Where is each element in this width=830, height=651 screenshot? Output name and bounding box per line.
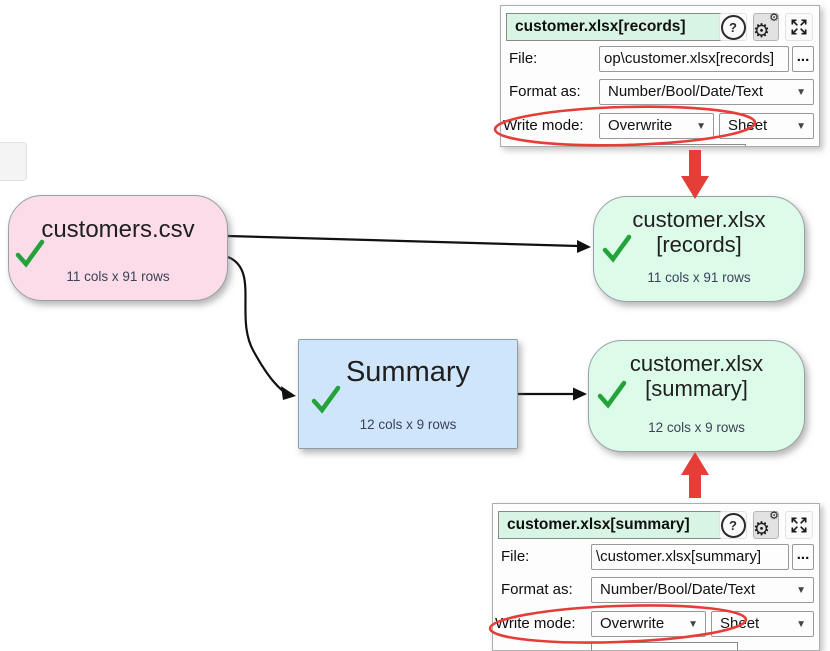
- check-icon: [311, 385, 341, 414]
- format-value: Number/Bool/Date/Text: [608, 83, 764, 100]
- file-label: File:: [501, 548, 530, 565]
- panel-title: customer.xlsx[records]: [506, 13, 724, 41]
- browse-button[interactable]: ...: [792, 544, 814, 570]
- help-icon: ?: [720, 14, 746, 40]
- help-icon: ?: [720, 512, 746, 538]
- check-icon: [602, 234, 632, 263]
- gear-icon: ⚙⚙: [753, 510, 779, 540]
- config-panel-summary: customer.xlsx[summary] ? ⚙⚙ File: \custo…: [492, 503, 820, 651]
- write-target-select[interactable]: Sheet ▼: [719, 113, 814, 139]
- file-input[interactable]: \customer.xlsx[summary]: [591, 544, 789, 570]
- expand-button[interactable]: [785, 511, 813, 539]
- write-mode-label: Write mode:: [495, 615, 576, 632]
- node-title: customers.csv: [41, 216, 195, 243]
- chevron-down-icon: ▼: [688, 619, 698, 630]
- write-mode-select[interactable]: Overwrite ▼: [591, 611, 706, 637]
- help-button[interactable]: ?: [719, 511, 747, 539]
- node-title-line2: [records]: [656, 232, 742, 257]
- expand-icon: [791, 517, 807, 533]
- format-select[interactable]: Number/Bool/Date/Text ▼: [591, 577, 814, 603]
- check-icon: [15, 239, 45, 268]
- chevron-down-icon: ▼: [796, 121, 806, 132]
- write-mode-value: Overwrite: [600, 615, 665, 632]
- node-stats: 11 cols x 91 rows: [66, 269, 170, 284]
- expand-button[interactable]: [785, 13, 813, 41]
- config-panel-records: customer.xlsx[records] ? ⚙⚙ File: op\cus…: [500, 5, 820, 147]
- clipped-control: [599, 144, 746, 146]
- node-customers-csv[interactable]: customers.csv 11 cols x 91 rows: [8, 195, 228, 301]
- node-title-line2: [summary]: [645, 376, 748, 401]
- edge-fragment: [0, 142, 27, 181]
- write-mode-select[interactable]: Overwrite ▼: [599, 113, 714, 139]
- annotation-arrow-down: [681, 150, 709, 199]
- write-mode-value: Overwrite: [608, 117, 673, 134]
- format-value: Number/Bool/Date/Text: [600, 581, 756, 598]
- chevron-down-icon: ▼: [796, 585, 806, 596]
- write-mode-label: Write mode:: [503, 117, 584, 134]
- settings-button[interactable]: ⚙⚙: [753, 510, 779, 540]
- annotation-arrow-up: [681, 452, 709, 498]
- write-target-value: Sheet: [728, 117, 768, 134]
- node-title-line1: customer.xlsx: [632, 207, 766, 232]
- format-as-label: Format as:: [509, 83, 581, 100]
- clipped-control: [591, 642, 738, 650]
- file-label: File:: [509, 50, 538, 67]
- file-input[interactable]: op\customer.xlsx[records]: [599, 46, 789, 72]
- format-select[interactable]: Number/Bool/Date/Text ▼: [599, 79, 814, 105]
- write-target-select[interactable]: Sheet ▼: [711, 611, 814, 637]
- check-icon: [597, 380, 627, 409]
- node-title: Summary: [345, 356, 471, 388]
- node-customer-xlsx-records[interactable]: customer.xlsx [records] 11 cols x 91 row…: [593, 196, 805, 302]
- browse-button[interactable]: ...: [792, 46, 814, 72]
- node-customer-xlsx-summary[interactable]: customer.xlsx [summary] 12 cols x 9 rows: [588, 340, 805, 452]
- node-title-line1: customer.xlsx: [629, 351, 764, 376]
- node-stats: 12 cols x 9 rows: [359, 417, 457, 432]
- write-target-value: Sheet: [720, 615, 760, 632]
- format-as-label: Format as:: [501, 581, 573, 598]
- node-summary-transform[interactable]: Summary 12 cols x 9 rows: [298, 339, 518, 449]
- expand-icon: [791, 19, 807, 35]
- node-stats: 12 cols x 9 rows: [648, 420, 745, 435]
- gear-icon: ⚙⚙: [753, 12, 779, 42]
- node-stats: 11 cols x 91 rows: [647, 270, 751, 285]
- chevron-down-icon: ▼: [796, 619, 806, 630]
- chevron-down-icon: ▼: [696, 121, 706, 132]
- panel-title: customer.xlsx[summary]: [498, 511, 724, 539]
- chevron-down-icon: ▼: [796, 87, 806, 98]
- settings-button[interactable]: ⚙⚙: [753, 12, 779, 42]
- help-button[interactable]: ?: [719, 13, 747, 41]
